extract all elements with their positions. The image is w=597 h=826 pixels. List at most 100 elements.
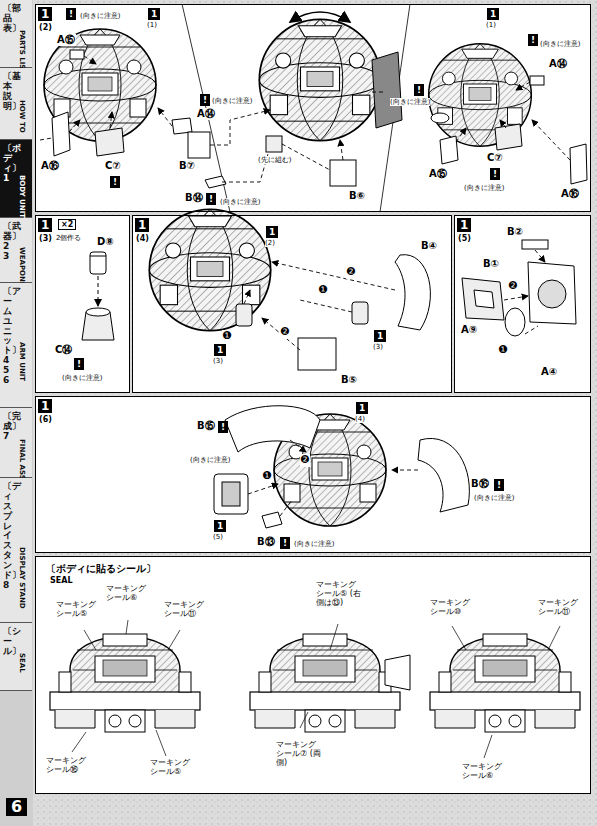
order-number: ❶ [498,344,508,357]
part-callout: B⑭ [184,192,204,204]
tab-title-jp: 〔完成〕7 [3,412,12,442]
sticker-callout: マーキング シール⑥ [462,762,510,780]
chapter-tab: 〔シール〕 SEAL [0,623,32,691]
part-callout: C⑭ [54,344,73,356]
chapter-tab: 〔アームユニット〕456ARM UNIT [0,283,32,408]
note-text: (1) [486,21,496,29]
chapter-tab: 〔部品表〕PARTS LIST [0,0,32,68]
step-panel: 1(5) [454,215,591,393]
step-ref-box: 1 [214,520,226,532]
caution-mark: ! [218,421,228,433]
tab-title-jp: 〔シール〕 [3,627,12,657]
note-text: (向きに注意) [464,184,504,192]
step-substep: (4) [136,234,149,243]
step-substep: (2) [39,23,52,32]
part-callout: D⑧ [96,236,115,248]
caution-mark: ! [206,193,216,205]
note-text: (3) [373,343,383,351]
caution-mark: ! [280,537,290,549]
order-number: ❶ [262,470,272,483]
note-text: (3) [213,357,223,365]
sticker-callout: マーキング シール⑪ [538,598,586,616]
step-ref-box: 1 [214,344,226,356]
part-callout: B⑤ [340,374,358,386]
part-callout: B① [482,258,500,270]
order-number: ❶ [318,284,328,297]
chapter-tab: 〔ディスプレイスタンド〕8DISPLAY STAND [0,478,32,623]
tab-title-en: ARM UNIT [18,342,26,381]
note-text: (4) [355,415,365,423]
section-heading: 〔ボディに貼るシール〕 [46,562,156,576]
step-number: 1 [38,399,52,413]
tab-title-en: HOW TO [18,100,26,133]
tab-title-jp: 〔武器〕23 [3,222,12,262]
chapter-tab: 〔ボディ〕1BODY UNIT [0,140,32,218]
tab-title-en: WEAPONS [18,247,26,287]
part-callout: A⑮ [56,34,76,46]
note-text: (向きに注意) [80,12,120,20]
page-number: 6 [6,798,27,816]
step-number: 1 [135,218,149,232]
tab-title-jp: 〔ボディ〕1 [3,144,12,184]
step-substep: (6) [39,415,52,424]
chapter-tab: 〔武器〕23WEAPONS [0,218,32,283]
sticker-callout: マーキング シール⑯ [46,756,94,774]
tab-title-en: BODY UNIT [18,175,26,218]
part-callout: A⑮ [428,168,448,180]
note-text: (向きに注意) [190,456,230,464]
part-callout: B⑬ [256,536,276,548]
sticker-callout: マーキング シール⑤ [56,600,104,618]
sticker-callout: マーキング シール⑩ [430,598,478,616]
note-text: (先に組む) [258,156,291,164]
tab-title-jp: 〔部品表〕 [3,4,12,34]
tab-title-jp: 〔アームユニット〕456 [3,287,12,386]
part-callout: B④ [420,240,438,252]
step-ref-box: 1 [487,8,499,20]
part-callout: A⑭ [196,108,216,120]
tab-title-en: SEAL [18,653,26,673]
order-number: ❷ [508,280,518,293]
tab-title-jp: 〔ディスプレイスタンド〕8 [3,482,12,591]
part-callout: B② [506,226,524,238]
part-callout: B⑦ [178,160,196,172]
step-substep: (5) [458,234,471,243]
step-number: 1 [38,218,52,232]
sticker-callout: マーキング シール⑤ (右側は⑬) [316,580,364,608]
part-callout: B⑮ [196,420,216,432]
step-panel: 1 (6) [35,396,591,553]
section-subheading: SEAL [50,576,73,585]
tab-title-jp: 〔基本説明〕 [3,72,12,112]
note-text: (2) [265,239,275,247]
sticker-callout: マーキング シール⑤ [150,758,198,776]
note-text: (向きに注意) [62,374,102,382]
caution-mark: ! [110,176,120,188]
caution-mark: ! [490,168,500,180]
part-callout: A⑨ [460,324,478,336]
step-substep: (3) [39,234,52,243]
step-panel: 1 (4) [132,215,452,393]
step-ref-box: 1 [356,402,368,414]
caution-mark: ! [200,94,210,106]
order-number: ❶ [222,330,232,343]
caution-mark: ! [414,84,424,96]
step-ref-box: 1 [374,330,386,342]
sticker-callout: マーキング シール⑥ [106,584,154,602]
step-number: 1 [457,218,471,232]
order-number: ❷ [346,266,356,279]
order-number: ❷ [300,454,310,467]
step-number: 1 [38,7,52,21]
chapter-tab: 〔基本説明〕 HOW TO [0,68,32,140]
part-callout: C⑦ [104,160,122,172]
step-ref-box: 1 [266,226,278,238]
caution-mark: ! [66,8,76,20]
part-callout: B⑥ [348,190,366,202]
note-text: (向きに注意) [220,198,260,206]
sticker-callout: マーキング シール⑦ (両側) [276,740,324,768]
order-number: ❷ [280,326,290,339]
note-text: (向きに注意) [294,540,334,548]
note-text: (向きに注意) [212,97,252,105]
caution-mark: ! [74,358,84,370]
note-text: (向きに注意) [540,40,580,48]
note-text: (5) [213,533,223,541]
